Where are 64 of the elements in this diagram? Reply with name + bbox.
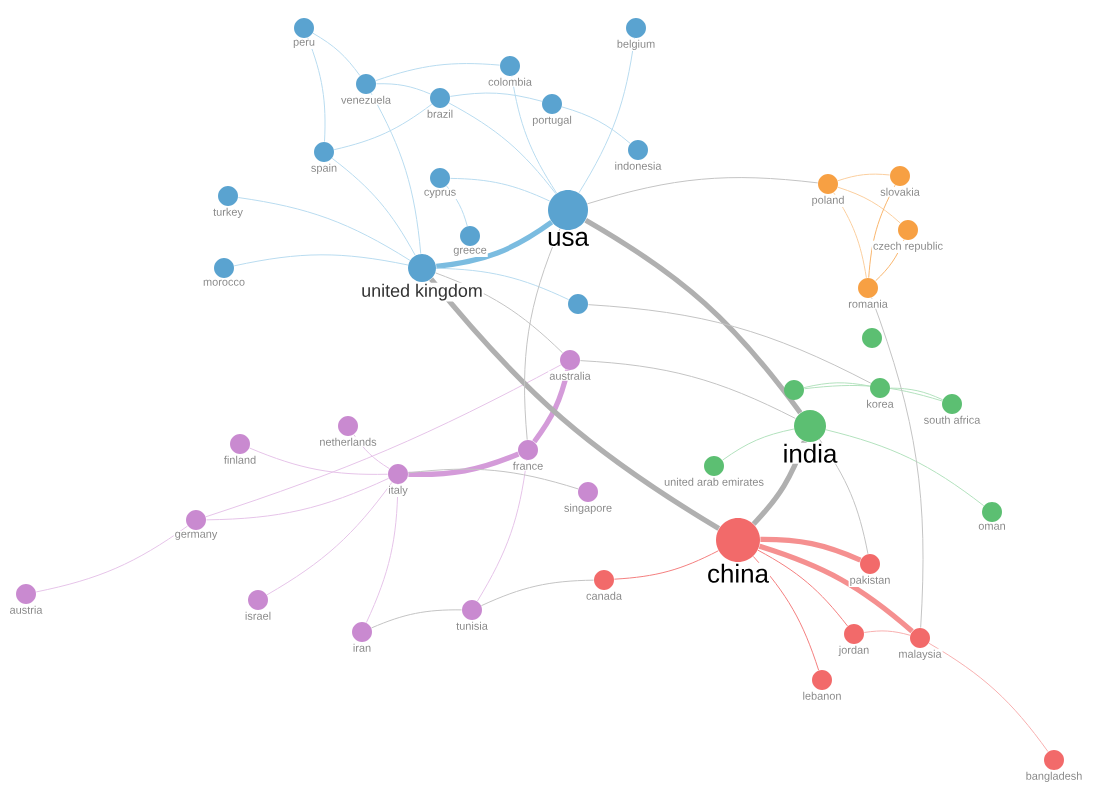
link-line	[436, 220, 554, 269]
link-line	[371, 609, 463, 629]
link-line	[760, 536, 862, 563]
node-label: united kingdom	[362, 283, 482, 301]
link-line	[365, 483, 399, 624]
link-line	[757, 549, 848, 627]
link-line	[837, 173, 891, 182]
link-line	[429, 277, 721, 531]
link-line	[407, 468, 579, 490]
link-line	[449, 177, 551, 202]
link-line	[312, 32, 361, 77]
unlabeled-node	[568, 294, 588, 314]
link-line	[758, 543, 914, 634]
link-line	[578, 37, 635, 194]
link-line	[863, 630, 911, 636]
link-line	[307, 37, 326, 143]
link-line	[803, 385, 943, 402]
link-line	[524, 228, 561, 441]
country-node: india	[781, 410, 839, 464]
link-line	[205, 477, 390, 521]
link-line	[868, 184, 896, 279]
link-line	[237, 197, 411, 261]
link-line	[825, 429, 985, 507]
link-line	[331, 157, 416, 256]
link-line	[871, 297, 924, 629]
link-line	[375, 83, 431, 95]
link-line	[928, 642, 1049, 753]
link-line	[266, 481, 393, 596]
unlabeled-node	[862, 328, 882, 348]
link-line	[511, 75, 558, 194]
link-line	[370, 92, 422, 255]
link-line	[249, 447, 389, 475]
link-line	[408, 451, 520, 478]
link-line	[233, 254, 409, 267]
link-line	[35, 525, 189, 593]
country-node: united kingdom	[360, 254, 484, 302]
link-line	[889, 387, 944, 401]
link-line	[833, 192, 867, 279]
link-line	[586, 177, 819, 205]
node-label: china	[708, 563, 769, 583]
country-node: usa	[546, 190, 590, 247]
link-line	[579, 360, 796, 419]
link-line	[448, 102, 557, 195]
link-line	[333, 103, 433, 151]
link-line	[449, 92, 543, 102]
country-node: china	[706, 518, 770, 584]
node-label: usa	[548, 231, 589, 246]
link-line	[375, 63, 501, 82]
link-line	[752, 555, 820, 671]
link-line	[837, 186, 901, 224]
link-line	[205, 364, 562, 518]
link-line	[722, 428, 795, 461]
link-line	[532, 369, 571, 444]
link-line	[584, 217, 803, 415]
link-line	[446, 185, 468, 227]
link-line	[480, 579, 595, 607]
unlabeled-node	[784, 380, 804, 400]
node-label: india	[784, 443, 838, 463]
link-line	[435, 267, 570, 301]
link-line	[613, 550, 719, 580]
link-line	[803, 382, 871, 389]
link-line	[561, 106, 631, 144]
link-line	[476, 459, 528, 602]
link-line	[587, 304, 872, 384]
